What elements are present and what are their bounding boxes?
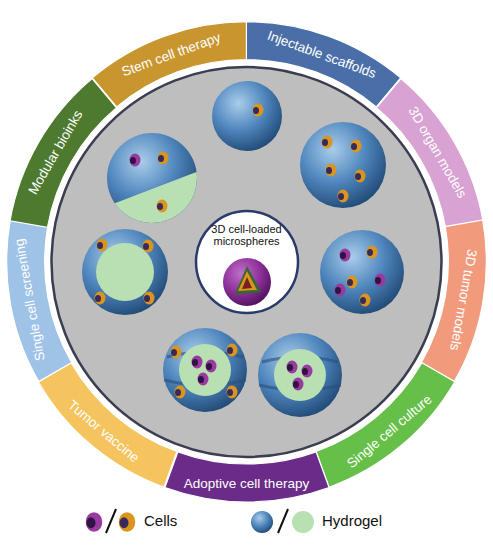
band-label: Adoptive cell therapy [184,476,309,491]
microsphere-core-shell-single [258,333,342,417]
microsphere-multi-cell [300,122,386,208]
application-band: 3D tumor models [433,223,493,377]
microsphere-coculture [320,230,404,314]
background-disk [52,67,442,457]
microsphere-hollow-core [82,229,168,315]
center-circle: 3D cell-loaded microspheres [195,210,299,314]
legend-label: Hydrogel [322,512,382,529]
center-label: 3D cell-loaded microspheres [205,223,289,247]
microsphere-plain [212,81,282,151]
application-band: Adoptive cell therapy [172,465,322,501]
microsphere-core-shell-dual [163,328,247,412]
microsphere-janus [97,133,207,240]
legend-cell-icons [86,509,136,533]
application-band: Single cell screening [0,223,60,377]
legend-hydrogel-icons [251,509,314,533]
legend-label: Cells [144,512,177,529]
